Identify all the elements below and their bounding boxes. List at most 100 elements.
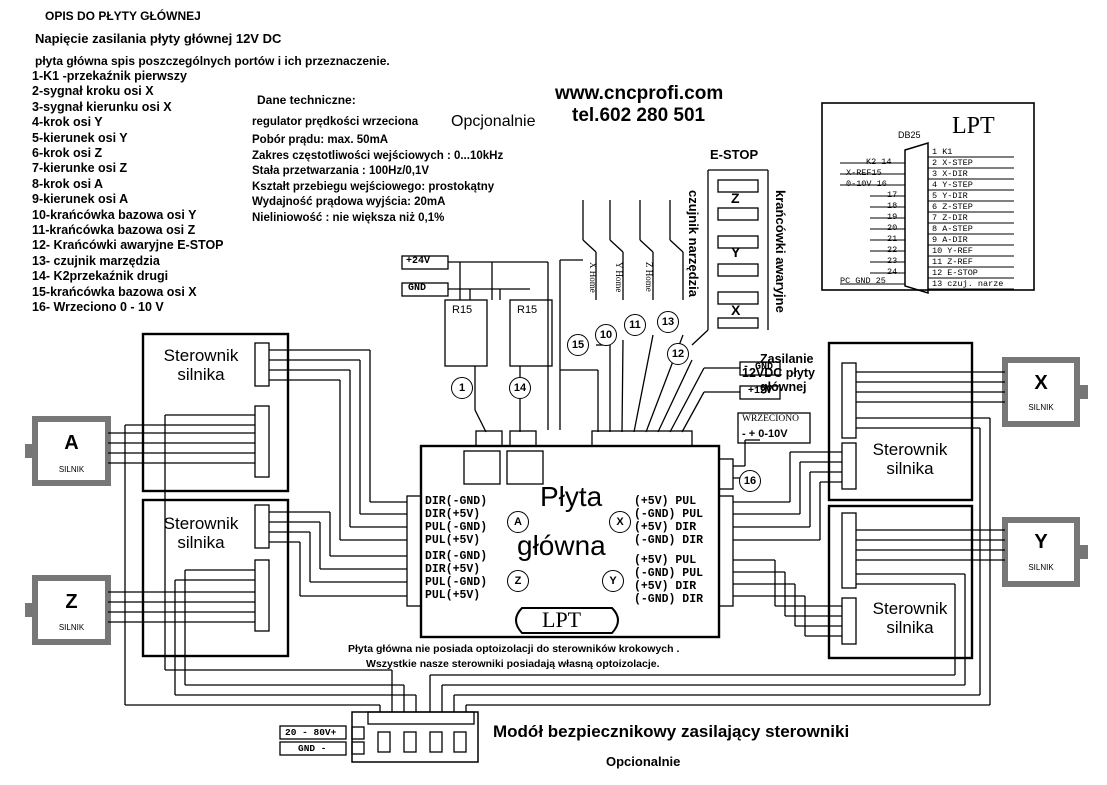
lpt-right-pin: 4 Y-STEP [932,180,973,190]
plus12-label: +12V [748,386,773,397]
minus-gnd-box [739,361,781,376]
port-list-item: 15-krańcówka bazowa osi X [32,284,197,299]
fuse-v-label: 20 - 80V+ [285,727,337,738]
tech-regulator: regulator prędkości wrzeciona [252,116,419,128]
board-relay-1 [463,450,501,485]
port-list-item: 11-krańcówka bazowa osi Z [32,223,196,238]
board-title-line2: główna [517,530,606,561]
driver-label-line: silnika [886,459,934,478]
note-line-1: Płyta główna nie posiada optoizolacji do… [348,643,680,655]
lpt-left-pin: PC GND 25 [840,276,886,286]
port-list-item: 7-kierunke osi Z [32,161,128,176]
gnd-label: GND [408,283,427,294]
port-marker-11: 11 [624,314,646,336]
driver-label-line: silnika [177,533,225,552]
lpt-left-pin: 24 [887,267,898,277]
board-axis-marker-y: Y [602,570,624,592]
motor-box-a [32,416,111,486]
motor-sub-label: SILNIK [58,465,85,474]
home-label: Z Home [644,262,654,292]
motor-x-letter: X [1034,372,1048,394]
estop-axis-letter: Y [731,244,741,260]
port-list-item: 6-krok osi Z [32,146,103,161]
board-title-line1: Płyta [540,481,603,512]
motor-sub-label: SILNIK [58,623,85,632]
tech-spec-list: Pobór prądu: max. 50mA Zakres częstotliw… [252,133,503,226]
board-spindle-header [718,458,734,490]
phone-text: tel.602 280 501 [572,105,706,126]
board-left-pin: PUL(-GND) [425,521,488,534]
lpt-right-pin: 6 Z-STEP [932,202,973,212]
home-label: Y Home [614,262,624,293]
board-right-pin: (+5V) DIR [634,521,697,534]
plus12-box [739,385,781,400]
fuse-module-label: Modół bezpiecznikowy zasilający sterowni… [493,722,850,741]
lpt-right-pin: 5 Y-DIR [932,191,968,201]
spindle-label: WRZECIONO [742,414,799,424]
port-marker-13: 13 [657,311,679,333]
fuse-v-label-box [279,725,347,740]
board-axis-marker-a: A [507,511,529,533]
board-right-header [718,495,734,607]
port-list-item: 16- Wrzeciono 0 - 10 V [32,300,164,315]
estop-axis-letter: X [731,302,741,318]
supply-label: głównej [760,380,807,394]
power-rails [444,261,553,433]
driver-label-line: silnika [177,365,225,384]
lpt-left-pin: K2 14 [866,157,892,167]
board-left-pin: PUL(+5V) [425,534,481,547]
motor-y-letter: Y [1034,531,1048,553]
lpt-left-pin: 0-10V 16 [846,179,887,189]
tech-spec-line: Zakres częstotliwości wejściowych : 0...… [252,149,504,162]
relay-label: R15 [452,304,473,316]
board-left-pin: DIR(-GND) [425,495,488,508]
driver-label-line: silnika [886,618,934,637]
driver-label-line: Sterownik [163,514,239,533]
port-list-item: 10-krańcówka bazowa osi Y [32,207,197,222]
port-marker-15: 15 [567,334,589,356]
minus-gnd-label: - GND [743,362,774,373]
driver-label-line: Sterownik [872,599,948,618]
note-line-2: Wszystkie nasze sterowniki posiadają wła… [366,658,660,670]
port-marker-1: 1 [451,377,473,399]
port-marker-14: 14 [509,377,531,399]
driver-power-wires [124,414,991,712]
driver-label-line: Sterownik [163,346,239,365]
tech-spec-line: Kształt przebiegu wejściowego: prostokąt… [252,180,495,193]
tool-sensor-label: czujnik narzędzia [686,190,701,297]
board-axis-marker-z: Z [507,570,529,592]
motor-box-y [1002,517,1080,587]
board-relay-2 [506,450,544,485]
board-left-pin: DIR(+5V) [425,563,481,576]
relay-label: R15 [517,304,538,316]
port-marker-10: 10 [595,324,617,346]
lpt-right-pin: 8 A-STEP [932,224,973,234]
lpt-left-pin: 23 [887,256,898,266]
tech-spec-line: Stała przetwarzania : 100Hz/0,1V [252,165,430,177]
board-right-pin: (-GND) DIR [634,534,704,547]
limit-switches-label: krańcówki awaryjne [773,190,788,313]
driver-box-bottom-right [827,504,974,660]
motor-a-letter: A [64,432,79,454]
lpt-right-pin: 7 Z-DIR [932,213,968,223]
board-left-pin: DIR(-GND) [425,550,488,563]
website-text: www.cncprofi.com [555,83,724,104]
db25-connector-shape [904,141,929,295]
fuse-module-frame [351,711,479,763]
tech-spec-line: Wydajność prądowa wyjścia: 20mA [252,196,446,208]
board-left-pin: DIR(+5V) [425,508,481,521]
board-axis-marker-x: X [609,511,631,533]
port-list-item: 2-sygnał kroku osi X [32,84,154,99]
motor-sub-label: SILNIK [1028,563,1054,572]
port-marker-16: 16 [739,470,761,492]
fuse-module-optional: Opcionalnie [606,754,681,769]
home-label: X Home [588,262,598,293]
main-board-lpt-port [515,607,619,634]
driver-control-wires [269,349,842,637]
motor-z-letter: Z [65,591,78,613]
